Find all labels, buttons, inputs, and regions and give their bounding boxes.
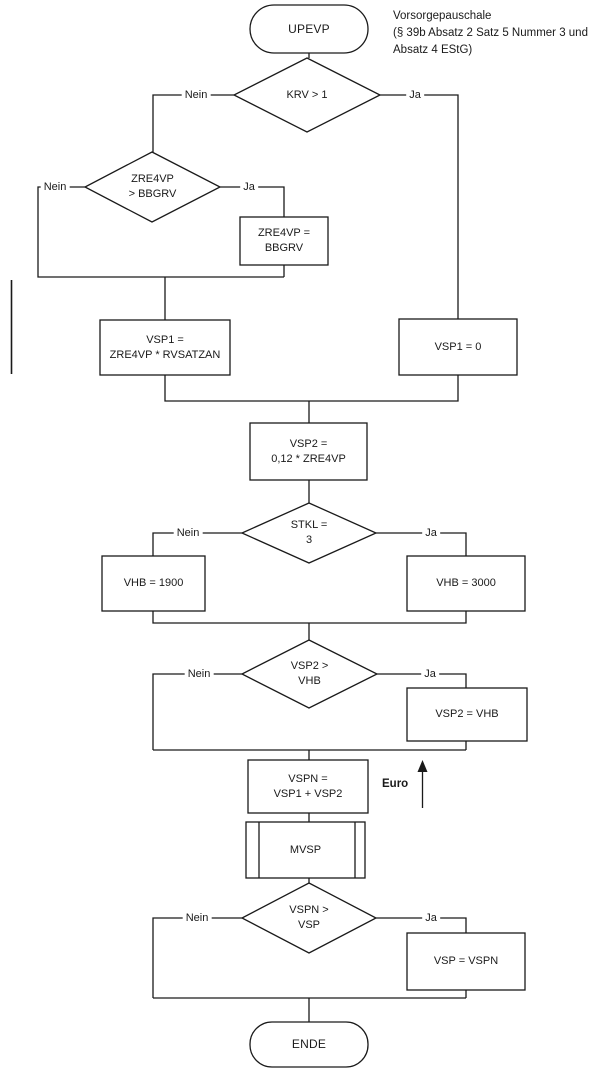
mvsp-shape [245, 821, 366, 879]
edge-stkl-ja [376, 532, 467, 556]
vspn-calc-shape [247, 759, 369, 814]
edge-vspnvsp-ja [376, 917, 467, 933]
krv-decision-shape [232, 57, 382, 133]
vsp2-calc-shape [249, 422, 368, 481]
zre4vp-decision-shape [83, 151, 222, 223]
stkl-decision-shape [240, 502, 378, 564]
vsp2-vhb-nein-label: Nein [184, 667, 214, 681]
zre4vp-ja-label: Ja [240, 180, 258, 194]
edge-vhb-merge [152, 611, 467, 624]
vsp1-zero-shape [398, 318, 518, 376]
mvsp-inner-bars [258, 822, 356, 878]
zre4vp-assign-shape [239, 216, 329, 266]
edge-krv-nein [152, 94, 234, 152]
edge-vspnvsp-nein [152, 917, 242, 998]
legal-annotation: Vorsorgepauschale (§ 39b Absatz 2 Satz 5… [393, 10, 588, 56]
vhb-1900-shape [101, 555, 206, 612]
vsp1-calc-shape [99, 319, 231, 376]
krv-nein-label: Nein [181, 88, 211, 102]
vsp-assign-shape [406, 932, 526, 991]
vhb-3000-shape [406, 555, 526, 612]
vspn-vsp-decision-shape [240, 882, 378, 954]
stkl-nein-label: Nein [173, 526, 203, 540]
end-terminator-shape [249, 1021, 369, 1068]
edge-krv-ja [380, 94, 459, 319]
vsp2-vhb-decision-shape [240, 639, 379, 709]
edge-vsp2vhb-ja [377, 673, 467, 688]
edge-stkl-nein [152, 532, 242, 556]
stkl-ja-label: Ja [422, 526, 440, 540]
vspn-vsp-ja-label: Ja [422, 911, 440, 925]
euro-axis-label: Euro [382, 778, 409, 790]
krv-ja-label: Ja [406, 88, 424, 102]
euro-arrow-head [417, 760, 428, 772]
edge-vsp2vhb-nein [152, 673, 242, 750]
vsp2-vhb-ja-label: Ja [421, 667, 439, 681]
start-terminator-shape [249, 4, 369, 54]
zre4vp-nein-label: Nein [40, 180, 70, 194]
vspn-vsp-nein-label: Nein [182, 911, 212, 925]
vsp2-assign-shape [406, 687, 528, 742]
edge-vsp1-merge [164, 375, 459, 402]
